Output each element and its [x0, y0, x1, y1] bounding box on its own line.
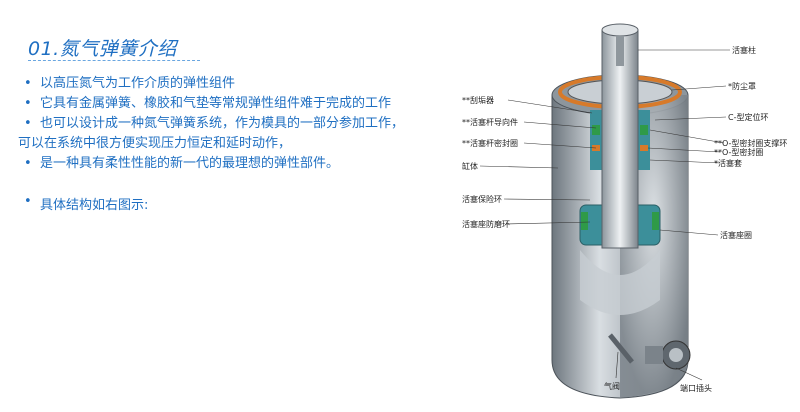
label-piston-sleeve: *活塞套: [714, 158, 742, 168]
label-piston-seat: 活塞座圈: [720, 230, 752, 240]
structure-note: •具体结构如右图示:: [24, 194, 149, 213]
label-o-ring: **O-型密封圈: [714, 147, 763, 157]
label-wear-ring: 活塞座防磨环: [462, 219, 510, 229]
title-underline: [28, 60, 200, 61]
label-rod-guide: **活塞杆导向件: [462, 117, 518, 127]
bullet-icon: •: [24, 194, 32, 209]
list-item: •也可以设计成一种氮气弹簧系统，作为模具的一部分参加工作，: [18, 114, 428, 134]
gas-spring-cutaway-diagram: 活塞柱 *防尘罩 **刮垢器 C-型定位环 **活塞杆导向件 **O-型密封圈支…: [462, 23, 787, 399]
label-c-ring: C-型定位环: [728, 112, 768, 122]
bullet-icon: •: [24, 96, 32, 111]
bullet-icon: •: [24, 156, 32, 171]
label-valve: 气阀: [604, 381, 620, 391]
label-wiper: **刮垢器: [462, 95, 494, 105]
label-plug: 端口插头: [680, 383, 712, 393]
label-piston-rod: 活塞柱: [732, 45, 756, 55]
list-item: •以高压氮气为工作介质的弹性组件: [18, 74, 428, 94]
label-o-ring-support: **O-型密封圈支撑环: [714, 138, 787, 148]
label-cylinder: 缸体: [462, 161, 478, 171]
label-dust-cover: *防尘罩: [728, 81, 756, 91]
list-item: •它具有金属弹簧、橡胶和气垫等常规弹性组件难于完成的工作: [18, 94, 428, 114]
list-item-continuation: 可以在系统中很方便实现压力恒定和延时动作，: [18, 136, 292, 151]
intro-list: •以高压氮气为工作介质的弹性组件 •它具有金属弹簧、橡胶和气垫等常规弹性组件难于…: [18, 74, 428, 174]
bullet-icon: •: [24, 76, 32, 91]
piston-rod: [601, 29, 639, 249]
label-rod-seal: **活塞杆密封圈: [462, 138, 518, 148]
bullet-icon: •: [24, 116, 32, 131]
page-title: 01.氮气弹簧介绍: [28, 38, 177, 60]
label-retaining-ring: 活塞保险环: [462, 194, 502, 204]
list-item: •是一种具有柔性性能的新一代的最理想的弹性部件。: [18, 154, 428, 174]
